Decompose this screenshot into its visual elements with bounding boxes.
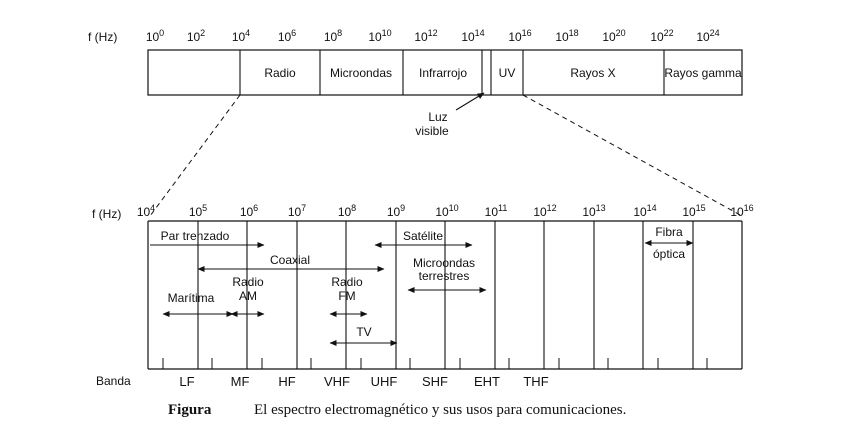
fiber-label-line2: óptica xyxy=(653,247,685,261)
band-row-label: Banda xyxy=(96,374,131,388)
figure-caption: Figura El espectro electromagnético y sus… xyxy=(168,402,626,419)
top-spectrum-box xyxy=(147,49,743,96)
bottom-tick-label: 1013 xyxy=(582,203,605,219)
top-tick-label: 1012 xyxy=(414,28,437,44)
figure-label: Figura xyxy=(168,402,212,418)
band-name-thf: THF xyxy=(523,374,548,389)
am-radio-label-line2: AM xyxy=(239,289,257,303)
band-name-shf: SHF xyxy=(422,374,448,389)
bottom-decade-dividers xyxy=(197,221,694,369)
am-radio-label-line1: Radio xyxy=(232,275,264,289)
bottom-tick-label: 107 xyxy=(288,203,306,219)
bottom-tick-label: 1011 xyxy=(485,203,508,219)
band-name-mf: MF xyxy=(231,374,250,389)
bottom-axis-ticks: 104 105 106 107 108 109 1010 1011 1012 1013 1014 10… xyxy=(137,203,754,219)
figure-caption-text: El espectro electromagnético y sus usos … xyxy=(254,402,627,418)
bottom-tick-label: 1012 xyxy=(533,203,556,219)
top-axis-label: f (Hz) xyxy=(88,30,117,44)
band-radio: Radio xyxy=(264,66,296,80)
bottom-tick-label: 1010 xyxy=(435,203,458,219)
band-rayos-gamma: Rayos gamma xyxy=(664,66,742,80)
bottom-tick-label: 106 xyxy=(240,203,258,219)
satellite-label: Satélite xyxy=(403,229,443,243)
band-microondas: Microondas xyxy=(330,66,392,80)
fm-radio-label-line1: Radio xyxy=(331,275,363,289)
top-axis-ticks: 100 102 104 106 108 1010 1012 1014 1016 1018 1020 1… xyxy=(146,28,720,44)
top-tick-label: 108 xyxy=(324,28,342,44)
top-tick-label: 1014 xyxy=(461,28,484,44)
coaxial-label: Coaxial xyxy=(270,253,310,267)
fm-radio-label-line2: FM xyxy=(338,289,355,303)
bottom-tick-label: 104 xyxy=(137,203,155,219)
top-tick-label: 102 xyxy=(187,28,205,44)
top-tick-label: 106 xyxy=(278,28,296,44)
band-boundary-ticks xyxy=(162,358,708,369)
visible-light-label-line2: visible xyxy=(415,124,449,138)
top-tick-label: 1022 xyxy=(650,28,673,44)
maritime-label: Marítima xyxy=(168,291,215,305)
bottom-tick-label: 108 xyxy=(338,203,356,219)
top-tick-label: 1016 xyxy=(508,28,531,44)
band-uv: UV xyxy=(499,66,516,80)
visible-light-arrow xyxy=(455,92,485,111)
bottom-tick-label: 105 xyxy=(189,203,207,219)
twisted-pair-label: Par trenzado xyxy=(161,229,230,243)
terrestrial-microwave-label-line2: terrestres xyxy=(419,269,470,283)
bottom-tick-label: 1016 xyxy=(730,203,753,219)
top-band-dividers xyxy=(239,50,665,95)
band-name-hf: HF xyxy=(278,374,295,389)
top-tick-label: 104 xyxy=(232,28,250,44)
bottom-axis-label: f (Hz) xyxy=(92,207,121,221)
top-tick-label: 1024 xyxy=(696,28,719,44)
bottom-tick-label: 1014 xyxy=(633,203,656,219)
bottom-tick-label: 109 xyxy=(387,203,405,219)
top-tick-label: 1020 xyxy=(602,28,625,44)
top-tick-label: 1018 xyxy=(555,28,578,44)
band-names: LF MF HF VHF UHF SHF EHT THF xyxy=(179,374,548,389)
media-ranges xyxy=(150,240,694,346)
band-name-uhf: UHF xyxy=(371,374,398,389)
band-infrarrojo: Infrarrojo xyxy=(419,66,467,80)
top-tick-label: 1010 xyxy=(368,28,391,44)
fiber-label-line1: Fibra xyxy=(655,225,683,239)
terrestrial-microwave-label-line1: Microondas xyxy=(413,256,475,270)
visible-light-label-line1: Luz xyxy=(428,110,447,124)
bottom-tick-label: 1015 xyxy=(682,203,705,219)
band-name-vhf: VHF xyxy=(324,374,350,389)
top-tick-label: 100 xyxy=(146,28,164,44)
tv-label: TV xyxy=(356,325,371,339)
zoom-line-left xyxy=(149,94,241,217)
band-name-lf: LF xyxy=(179,374,194,389)
zoom-line-right xyxy=(522,94,743,217)
band-name-eht: EHT xyxy=(474,374,500,389)
band-rayos-x: Rayos X xyxy=(570,66,615,80)
